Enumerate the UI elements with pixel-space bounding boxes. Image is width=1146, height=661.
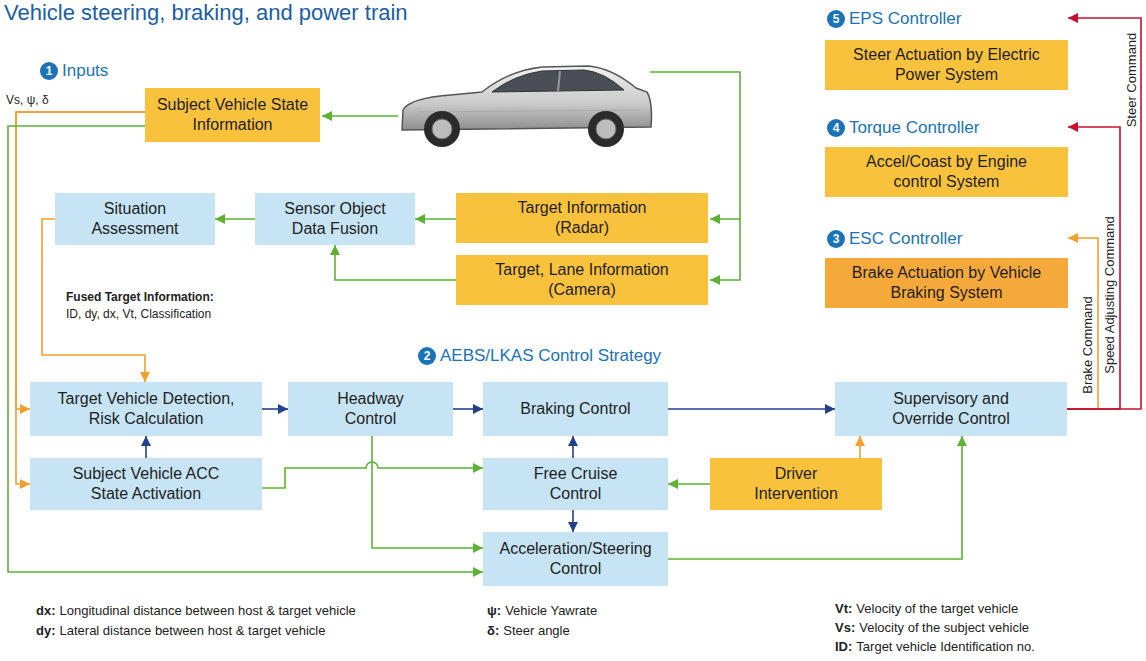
controller-heading: EPS Controller — [825, 8, 1068, 30]
callout-number: 2 — [418, 347, 436, 365]
box-text: Subject Vehicle State Information — [151, 95, 314, 135]
definition-text: Velocity of the subject vehicle — [859, 620, 1029, 635]
controller-box: ESC ControllerBrake Actuation by Vehicle… — [825, 228, 1068, 308]
input-box: Driver Intervention — [710, 458, 882, 510]
actuation-box: Brake Actuation by Vehicle Braking Syste… — [825, 258, 1068, 308]
connector — [859, 436, 861, 458]
process-box: Situation Assessment — [55, 193, 215, 245]
connector — [262, 408, 288, 410]
connector — [668, 436, 962, 559]
box-text: Target, Lane Information (Camera) — [475, 260, 690, 300]
connector — [1067, 238, 1098, 409]
process-box: Sensor Object Data Fusion — [255, 193, 415, 245]
connector — [1067, 127, 1120, 409]
definition-term: δ: — [487, 623, 499, 638]
definition-term: Vs: — [835, 620, 855, 635]
connector — [572, 436, 574, 458]
connector — [335, 245, 456, 280]
box-text: Situation Assessment — [75, 199, 195, 239]
callout-number: 1 — [40, 62, 58, 80]
definition-text: Velocity of the target vehicle — [856, 601, 1018, 616]
command-label: Steer Command — [1124, 31, 1139, 130]
box-text: Steer Actuation by Electric Power System — [839, 45, 1054, 85]
connector — [145, 436, 147, 458]
box-text: Driver Intervention — [741, 464, 851, 504]
connector — [8, 126, 483, 572]
controller-box: Torque ControllerAccel/Coast by Engine c… — [825, 117, 1068, 197]
input-box: Subject Vehicle State Information — [145, 88, 320, 142]
connector — [16, 112, 145, 409]
process-box: Target Vehicle Detection, Risk Calculati… — [30, 382, 262, 436]
diagram-title: Vehicle steering, braking, and power tra… — [4, 0, 408, 26]
connector — [668, 483, 710, 485]
definition-row: ψ: Vehicle Yawrate — [487, 603, 597, 618]
process-box: Subject Vehicle ACC State Activation — [30, 458, 262, 510]
connector — [215, 218, 255, 220]
connector — [572, 510, 574, 532]
controller-box: EPS ControllerSteer Actuation by Electri… — [825, 8, 1068, 90]
connector — [415, 218, 456, 220]
callout-number: 5 — [827, 10, 845, 28]
definition-text: Vehicle Yawrate — [505, 603, 597, 618]
signal-names: Vs, ψ, δ — [6, 93, 49, 107]
box-text: Brake Actuation by Vehicle Braking Syste… — [839, 263, 1054, 303]
process-box: Acceleration/Steering Control — [483, 532, 668, 586]
command-label: Brake Command — [1080, 294, 1095, 396]
connector — [453, 408, 483, 410]
definition-term: Vt: — [835, 601, 852, 616]
definition-text: Longitudinal distance between host & tar… — [60, 603, 356, 618]
definition-row: ID: Target vehicle Identification no. — [835, 639, 1035, 654]
process-box: Supervisory and Override Control — [835, 382, 1067, 436]
definition-row: Vt: Velocity of the target vehicle — [835, 601, 1018, 616]
box-text: Supervisory and Override Control — [876, 389, 1026, 429]
connector — [1067, 18, 1141, 409]
process-box: Free Cruise Control — [483, 458, 668, 510]
definition-term: ID: — [835, 639, 852, 654]
actuation-box: Steer Actuation by Electric Power System — [825, 40, 1068, 90]
definition-term: dx: — [36, 603, 56, 618]
box-text: Target Vehicle Detection, Risk Calculati… — [46, 389, 246, 429]
section-heading: Inputs — [62, 60, 108, 82]
box-text: Headway Control — [311, 389, 431, 429]
box-text: Acceleration/Steering Control — [489, 539, 662, 579]
signal-heading: Fused Target Information: — [66, 290, 214, 304]
connector — [668, 408, 835, 410]
section-heading: AEBS/LKAS Control Strategy — [440, 345, 661, 367]
definition-term: dy: — [36, 623, 56, 638]
callout-number: 3 — [827, 230, 845, 248]
box-text: Subject Vehicle ACC State Activation — [61, 464, 231, 504]
definition-row: dx: Longitudinal distance between host & … — [36, 603, 356, 618]
box-text: Accel/Coast by Engine control System — [847, 152, 1047, 192]
car-illustration — [402, 66, 652, 147]
connector — [372, 436, 483, 548]
controller-heading: Torque Controller — [825, 117, 1068, 139]
definition-row: dy: Lateral distance between host & targe… — [36, 623, 325, 638]
definition-text: Target vehicle Identification no. — [856, 639, 1035, 654]
definition-row: δ: Steer angle — [487, 623, 570, 638]
controller-heading: ESC Controller — [825, 228, 1068, 250]
signal-names: ID, dy, dx, Vt, Classification — [66, 307, 211, 321]
process-box: Headway Control — [288, 382, 453, 436]
command-label: Speed Adjusting Command — [1102, 214, 1117, 376]
definition-text: Steer angle — [503, 623, 570, 638]
sensor-links — [322, 72, 740, 280]
input-box: Target Information (Radar) — [456, 193, 708, 243]
box-text: Braking Control — [520, 399, 630, 419]
input-box: Target, Lane Information (Camera) — [456, 255, 708, 305]
connector — [262, 462, 483, 488]
box-text: Target Information (Radar) — [492, 198, 672, 238]
definition-term: ψ: — [487, 603, 501, 618]
box-text: Free Cruise Control — [521, 464, 631, 504]
definition-row: Vs: Velocity of the subject vehicle — [835, 620, 1029, 635]
process-box: Braking Control — [483, 382, 668, 436]
box-text: Sensor Object Data Fusion — [270, 199, 400, 239]
callout-number: 4 — [827, 119, 845, 137]
definition-text: Lateral distance between host & target v… — [60, 623, 326, 638]
actuation-box: Accel/Coast by Engine control System — [825, 147, 1068, 197]
